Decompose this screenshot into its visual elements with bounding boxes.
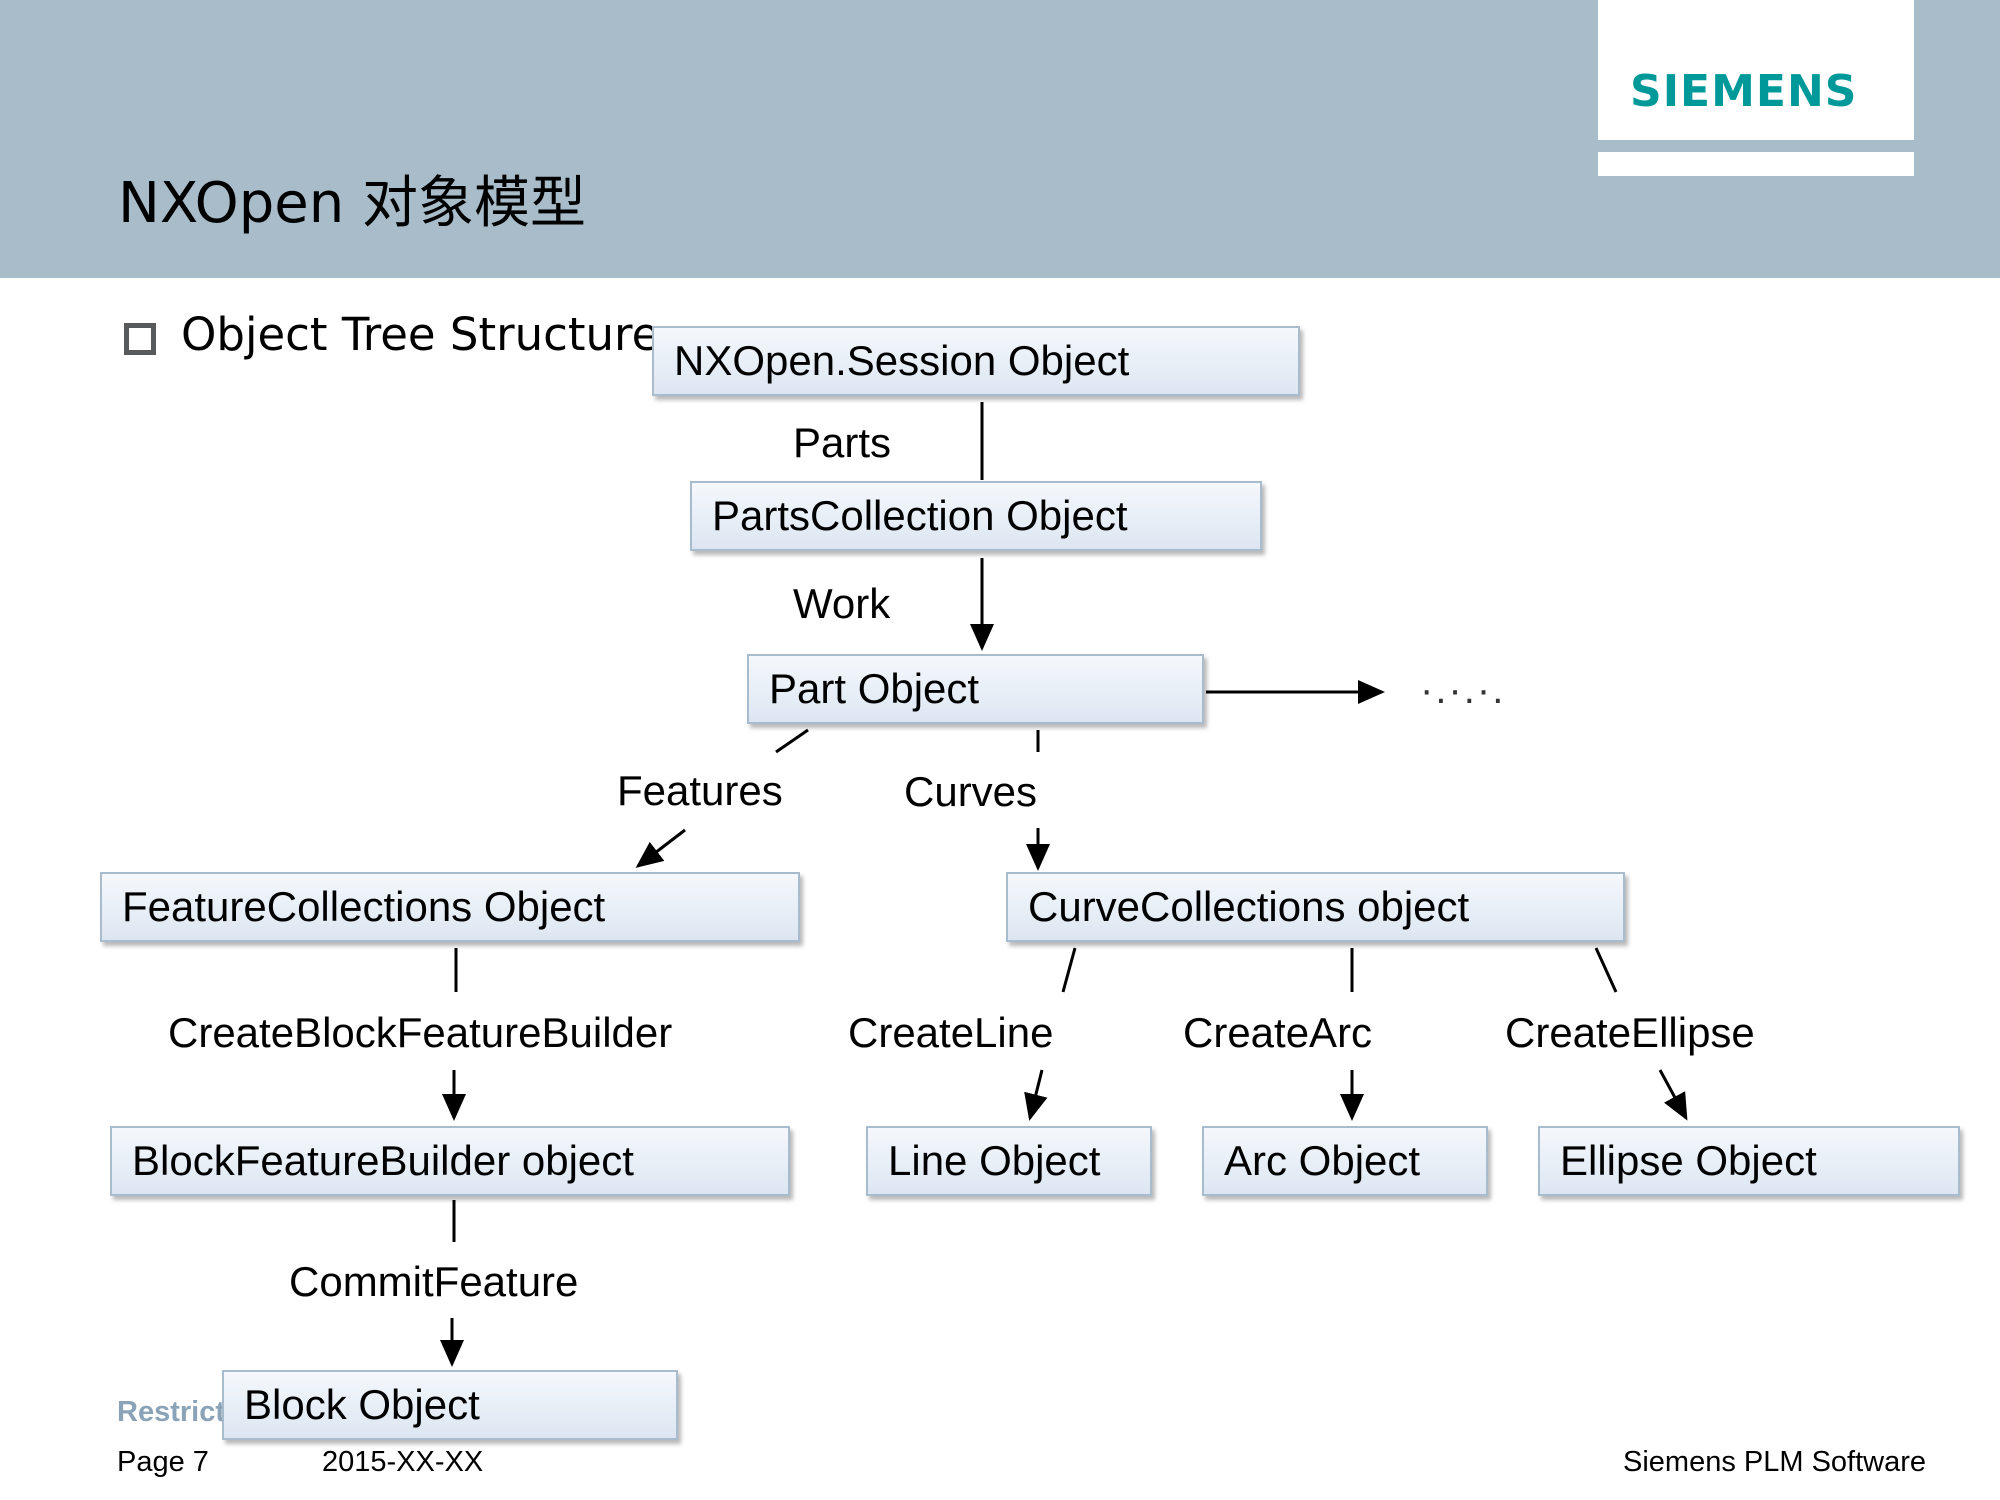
footer-company: Siemens PLM Software (1623, 1446, 1927, 1478)
node-part-object: Part Object (747, 654, 1204, 724)
node-blockfeaturebuilder-object: BlockFeatureBuilder object (110, 1126, 790, 1196)
edge-label-parts: Parts (793, 419, 892, 466)
page-title: NXOpen 对象模型 (118, 171, 587, 236)
node-block-object: Block Object (222, 1370, 678, 1440)
node-line-object: Line Object (866, 1126, 1152, 1196)
logo-panel (1598, 0, 1914, 140)
edge-label-createarc: CreateArc (1183, 1009, 1373, 1056)
footer-page-number: Page 7 (117, 1446, 209, 1478)
node-ellipse-object: Ellipse Object (1538, 1126, 1960, 1196)
connector-cc-createellipse-top (1594, 947, 1618, 993)
node-partscollection-object: PartsCollection Object (690, 481, 1262, 551)
siemens-logo: SIEMENS (1630, 66, 1858, 117)
connector-cc-createline-top (1061, 947, 1077, 993)
node-featurecollections-object: FeatureCollections Object (100, 872, 800, 942)
footer-date: 2015-XX-XX (322, 1446, 484, 1478)
restricted-label: Restrict (117, 1396, 225, 1428)
edge-label-createline: CreateLine (848, 1009, 1054, 1056)
connector-part-features-top (775, 728, 809, 754)
node-curvecollections-object: CurveCollections object (1006, 872, 1625, 942)
connector-createellipse-ellipse (1658, 1069, 1688, 1121)
edge-label-commitfeature: CommitFeature (289, 1258, 579, 1305)
bullet-square-icon (124, 323, 156, 355)
logo-strip (1598, 152, 1914, 176)
bullet-text: Object Tree Structure (181, 308, 660, 361)
node-session-object: NXOpen.Session Object (652, 326, 1300, 396)
edge-label-createblockfeaturebuilder: CreateBlockFeatureBuilder (168, 1009, 673, 1056)
edge-label-curves: Curves (904, 768, 1038, 815)
edge-label-createellipse: CreateEllipse (1505, 1009, 1755, 1056)
connector-features-collections (635, 828, 686, 868)
connector-createline-line (1024, 1069, 1048, 1121)
more-ellipsis: ·.·.·. (1420, 668, 1506, 712)
node-arc-object: Arc Object (1202, 1126, 1488, 1196)
edge-label-work: Work (793, 580, 891, 627)
edge-label-features: Features (617, 767, 783, 814)
